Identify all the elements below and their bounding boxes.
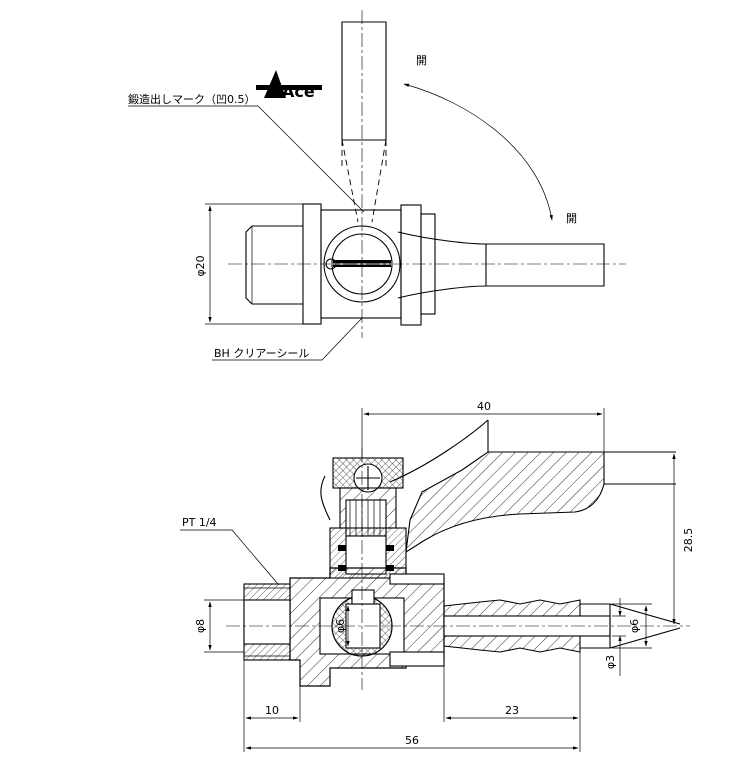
dim-d8-text: φ8 bbox=[194, 619, 207, 633]
dim-d6-inner: φ6 bbox=[334, 605, 350, 647]
dim-40-text: 40 bbox=[477, 400, 491, 413]
forged-mark-label: 鍛造出しマーク（凹0.5） bbox=[128, 92, 256, 106]
top-view: φ20 開 開 鍛造出しマーク（凹0.5） BH クリアーシール Ace bbox=[128, 10, 626, 361]
cap bbox=[332, 457, 404, 493]
open-label-right: 開 bbox=[566, 212, 577, 225]
seal-label: BH クリアーシール bbox=[214, 347, 309, 360]
dim-28-5-text: 28.5 bbox=[682, 528, 695, 553]
dim-40: 40 bbox=[361, 400, 605, 458]
handle-horizontal bbox=[397, 231, 605, 299]
rotation-arc bbox=[403, 83, 553, 221]
dim-d6-inner-text: φ6 bbox=[334, 619, 347, 633]
dim-56: 56 bbox=[245, 734, 579, 750]
dim-d3: φ3 bbox=[604, 598, 626, 676]
valve-body-top bbox=[245, 203, 436, 326]
thread-label: PT 1/4 bbox=[182, 516, 217, 529]
dim-d8: φ8 bbox=[194, 599, 244, 653]
dim-28-5: 28.5 bbox=[672, 453, 695, 625]
dim-10-text: 10 bbox=[265, 704, 279, 717]
open-label-top: 開 bbox=[416, 54, 427, 67]
logo-text: Ace bbox=[282, 82, 315, 101]
dim-56-text: 56 bbox=[405, 734, 419, 747]
handle-lever-section bbox=[405, 451, 605, 554]
dim-d3-text: φ3 bbox=[604, 655, 617, 669]
section-view: 40 28.5 φ8 φ6 φ6 bbox=[180, 400, 695, 752]
forged-mark-leader bbox=[128, 105, 365, 213]
dim-d20: φ20 bbox=[194, 203, 303, 325]
dim-d20-text: φ20 bbox=[194, 255, 207, 276]
dim-23-text: 23 bbox=[505, 704, 519, 717]
dim-10: 10 bbox=[243, 660, 301, 752]
dim-d6-outer: φ6 bbox=[612, 603, 652, 649]
thread-leader bbox=[180, 529, 279, 585]
dim-d6-outer-text: φ6 bbox=[628, 619, 641, 633]
inlet-thread bbox=[243, 583, 291, 661]
handle-vertical bbox=[341, 21, 387, 223]
ace-logo: Ace bbox=[256, 70, 322, 101]
dim-23: 23 bbox=[443, 652, 581, 752]
stem bbox=[329, 487, 407, 579]
seal-leader bbox=[212, 317, 363, 361]
